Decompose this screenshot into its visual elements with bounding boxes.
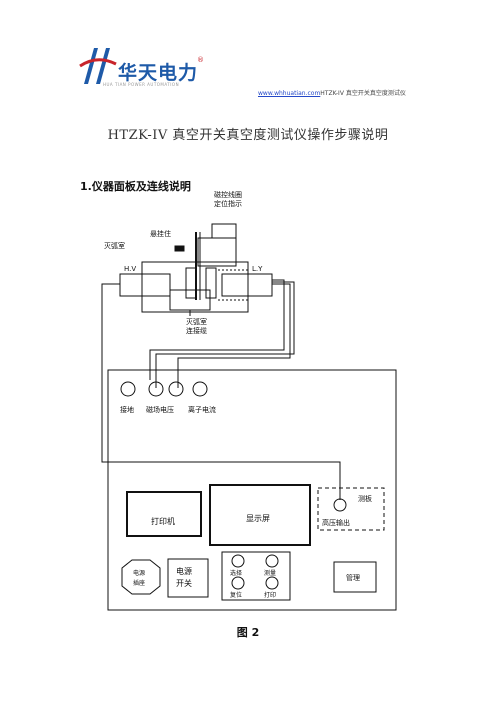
hv-output-connector[interactable] (333, 498, 347, 512)
ly-terminal (221, 273, 273, 297)
measure-button-label: 测量 (264, 569, 276, 577)
ground-label: 接地 (120, 405, 134, 414)
trademark-mark: ® (197, 56, 204, 64)
cable-label-line2: 连接缆 (186, 326, 207, 335)
cable-label-line1: 灭弧室 (186, 317, 207, 326)
figure-caption: 图 2 (236, 626, 260, 639)
company-logo (78, 44, 218, 96)
ion-current-connector[interactable] (192, 381, 208, 397)
printer-box (126, 491, 202, 537)
reset-button[interactable] (231, 576, 245, 590)
ly-wire-2 (155, 281, 295, 388)
power-switch[interactable] (167, 558, 209, 598)
ion-current-label: 离子电流 (188, 405, 216, 414)
manage-label: 管理 (346, 573, 360, 582)
power-socket-label-2: 插座 (133, 579, 145, 587)
magnet-voltage-connector-2[interactable] (168, 381, 184, 397)
ly-label: L.Y (252, 265, 263, 273)
print-button-label: 打印 (264, 591, 276, 599)
page-title: HTZK-IV 真空开关真空度测试仪操作步骤说明 (107, 128, 389, 143)
hv-output-label: 高压输出 (322, 518, 350, 527)
site-url-link[interactable]: www.whhuatian.com (258, 90, 321, 97)
power-socket-label-1: 电源 (133, 569, 145, 577)
magnet-voltage-connector-1[interactable] (148, 381, 164, 397)
hv-label: H.V (124, 265, 136, 273)
print-button[interactable] (265, 576, 279, 590)
instrument-panel (107, 369, 397, 611)
header-link: www.whhuatian.comHTZK-IV 真空开关真空度测试仪 (258, 88, 406, 97)
select-button[interactable] (231, 554, 245, 568)
contact-right (205, 267, 217, 299)
printer-label: 打印机 (151, 516, 175, 526)
logo-text: 华天电力 (118, 62, 199, 84)
power-switch-label-1: 电源 (176, 566, 192, 576)
manage-box[interactable] (333, 561, 377, 593)
magnet-voltage-label: 磁场电压 (146, 405, 174, 414)
ground-connector[interactable] (120, 381, 136, 397)
measure-button[interactable] (265, 554, 279, 568)
reset-button-label: 复位 (230, 591, 242, 599)
hv-terminal (119, 273, 171, 297)
section-heading: 1.仪器面板及连线说明 (80, 180, 191, 193)
display-label: 显示屏 (246, 514, 270, 523)
hanger-pin (174, 245, 185, 252)
logo-mark-icon (79, 48, 117, 84)
hv-wire (101, 283, 341, 500)
chamber-body (141, 261, 249, 313)
power-socket[interactable] (121, 559, 161, 595)
coil-label-line1: 磁控线圈 (214, 190, 242, 199)
chamber-label: 灭弧室 (104, 241, 125, 250)
logo-subtitle: HUA TIAN POWER AUTOMATION (103, 82, 180, 87)
contact-left (185, 267, 197, 299)
power-switch-label-2: 开关 (176, 578, 192, 588)
probe-panel-label: 测板 (358, 494, 372, 503)
chamber-base (169, 289, 211, 311)
probe-panel (317, 487, 385, 531)
coil-label-line2: 定位指示 (214, 199, 242, 208)
select-button-label: 选择 (230, 569, 242, 577)
coil-top (211, 223, 237, 239)
header-product-name: HTZK-IV 真空开关真空度测试仪 (320, 90, 406, 97)
pin-label: 悬挂住 (150, 229, 171, 238)
display-screen (209, 484, 311, 546)
button-panel (221, 551, 291, 601)
cable-wire (149, 279, 285, 380)
